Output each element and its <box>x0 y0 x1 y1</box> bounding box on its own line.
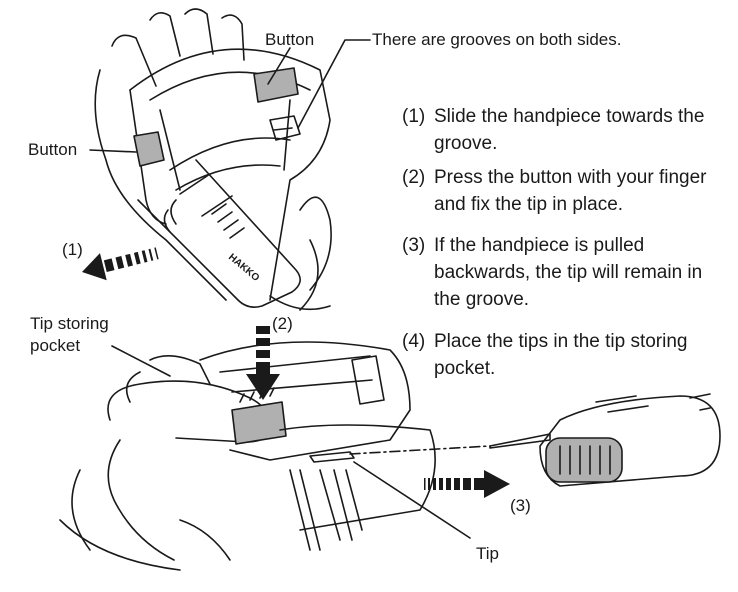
arrow-3-pull <box>424 470 510 498</box>
leader-grooves <box>297 39 371 129</box>
step-4-number: (4) <box>402 331 426 352</box>
top-stand-figure <box>129 48 331 301</box>
label-tip-pocket-1: Tip storing <box>30 314 109 333</box>
top-hand-figure <box>94 8 332 311</box>
leader-button-top <box>267 47 291 85</box>
label-grooves: There are grooves on both sides. <box>372 30 622 49</box>
center-line <box>349 445 491 455</box>
bottom-hand-figure <box>59 355 271 571</box>
leader-tip-pocket <box>111 345 171 377</box>
leader-tip <box>353 461 471 539</box>
leader-button-left <box>89 149 137 153</box>
label-arrow-2: (2) <box>272 314 293 333</box>
step-2-number: (2) <box>402 167 426 188</box>
label-button-top: Button <box>265 30 315 49</box>
label-arrow-3: (3) <box>510 496 531 515</box>
top-handpiece-figure <box>137 159 331 311</box>
label-button-left: Button <box>28 140 78 159</box>
step-1: (1) Slide the handpiece towards the groo… <box>402 103 732 157</box>
step-1-text: Slide the handpiece towards the groove. <box>434 106 705 154</box>
arrow-1-slide <box>82 247 159 281</box>
label-tip: Tip <box>476 544 499 563</box>
step-4: (4) Place the tips in the tip storing po… <box>402 328 732 382</box>
tip-pin <box>309 451 355 463</box>
bottom-stand-figure <box>199 341 436 551</box>
step-1-number: (1) <box>402 106 426 127</box>
step-3-text: If the handpiece is pulled backwards, th… <box>434 235 703 310</box>
step-3-number: (3) <box>402 235 426 256</box>
label-arrow-1: (1) <box>62 240 83 259</box>
label-tip-pocket-2: pocket <box>30 336 81 355</box>
arrow-2-press <box>246 326 280 400</box>
step-4-text: Place the tips in the tip storing pocket… <box>434 331 688 379</box>
step-2-text: Press the button with your finger and fi… <box>434 167 707 215</box>
step-2: (2) Press the button with your finger an… <box>402 164 732 218</box>
bottom-handpiece-figure <box>489 393 721 487</box>
brand-logo: HAKKO <box>226 252 261 284</box>
step-3: (3) If the handpiece is pulled backwards… <box>402 232 732 313</box>
